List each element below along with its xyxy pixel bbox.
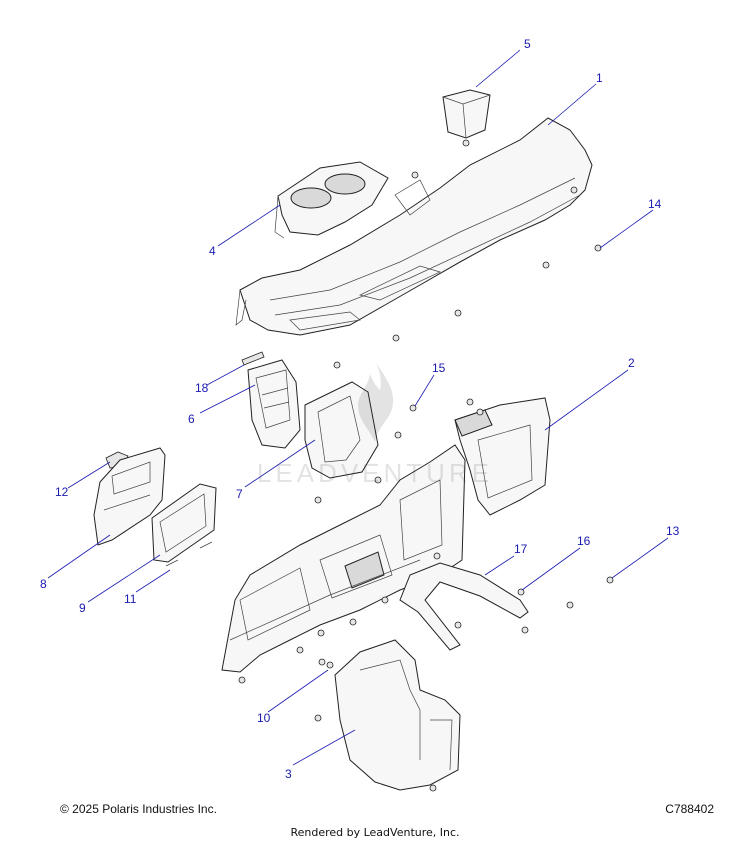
part-support-bracket <box>399 562 529 651</box>
callout-16: 16 <box>577 534 591 548</box>
part-lower-dash-assembly <box>221 444 466 673</box>
part-bracket-frame <box>304 381 379 479</box>
part-dash-side-bin <box>454 397 551 516</box>
callout-18: 18 <box>195 381 209 395</box>
callout-11: 11 <box>124 592 137 606</box>
part-vent-duct <box>247 359 301 449</box>
callout-6: 6 <box>188 412 195 426</box>
fasteners <box>238 139 614 792</box>
callout-1: 1 <box>596 71 603 85</box>
watermark-text: LEADVENTURE <box>257 458 493 488</box>
leader-lines <box>47 49 669 766</box>
callout-13: 13 <box>666 524 680 538</box>
callout-14: 14 <box>648 197 662 211</box>
callout-12: 12 <box>55 485 69 499</box>
leadventure-watermark: LEADVENTURE <box>257 362 493 488</box>
callout-4: 4 <box>209 244 216 258</box>
figure-code: C788402 <box>665 802 714 816</box>
callout-3: 3 <box>285 767 292 781</box>
callout-7: 7 <box>236 487 243 501</box>
part-glovebox-door <box>93 447 166 546</box>
part-door-seal <box>151 483 217 563</box>
part-storage-bin <box>442 89 491 139</box>
copyright-text: © 2025 Polaris Industries Inc. <box>60 802 217 816</box>
part-clip <box>241 351 265 366</box>
part-lower-cover <box>334 639 461 791</box>
callout-5: 5 <box>524 37 531 51</box>
part-screw <box>165 541 213 567</box>
callout-2: 2 <box>628 356 635 370</box>
callout-15: 15 <box>432 361 446 375</box>
callout-9: 9 <box>79 601 86 615</box>
flame-icon <box>358 362 394 442</box>
callout-10: 10 <box>257 711 271 725</box>
callout-8: 8 <box>40 577 47 591</box>
part-cup-holder <box>274 161 389 239</box>
callout-17: 17 <box>514 542 528 556</box>
part-dash-top-panel <box>235 117 593 336</box>
rendered-by-text: Rendered by LeadVenture, Inc. <box>290 826 460 839</box>
callouts: 5 1 14 4 2 15 18 6 7 12 13 16 17 8 11 9 … <box>40 37 680 781</box>
